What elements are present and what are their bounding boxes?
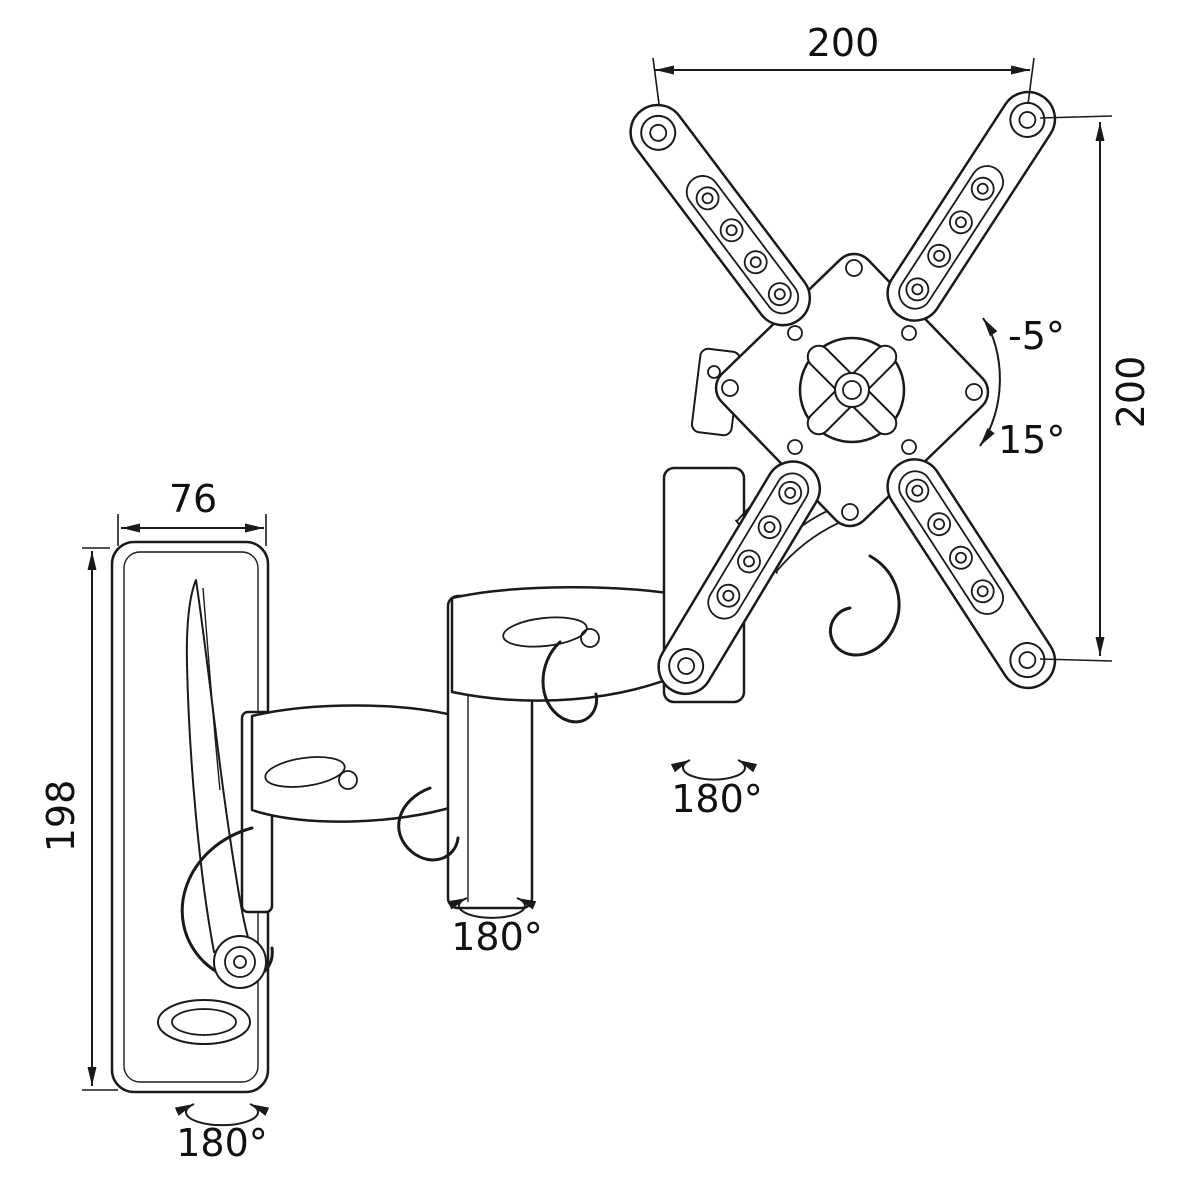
swivel-top-label: 180° (671, 777, 763, 821)
vesa-height-label: 200 (1109, 356, 1153, 429)
tilt-min-label: -5° (1008, 314, 1065, 358)
swivel-indicator-bottom: 180° (174, 1103, 270, 1165)
rotation-arrow-icon (447, 897, 537, 919)
swivel-indicator-middle: 180° (447, 897, 543, 959)
vesa-plate (629, 90, 1057, 696)
vesa-width-label: 200 (807, 21, 880, 65)
vesa-arm-strip-lower-right (886, 458, 1057, 690)
vesa-arm-strip-lower-left (657, 460, 822, 696)
lower-arm (250, 704, 458, 823)
dimension-plate-height: 198 (39, 547, 118, 1091)
wall-plate-bottom-hole (157, 999, 251, 1045)
cable-hook-upper (541, 640, 599, 724)
swivel-middle-label: 180° (451, 915, 543, 959)
dimension-vesa-width: 200 (652, 21, 1035, 105)
safety-clip (828, 554, 901, 657)
dimension-plate-width: 76 (117, 477, 267, 546)
rotation-arrow-icon (670, 759, 758, 781)
vesa-arm-strip-upper-left (629, 103, 812, 327)
plate-width-label: 76 (169, 477, 217, 521)
upper-arm (450, 586, 688, 702)
vesa-center-hub (798, 336, 906, 444)
cable-hook-lower (397, 786, 460, 862)
tilt-indicator: -5° 15° (979, 314, 1065, 462)
pivot-knob (213, 935, 267, 989)
tilt-max-label: 15° (998, 418, 1065, 462)
tilt-arrow-icon (979, 317, 1001, 447)
swivel-indicator-top: 180° (670, 759, 763, 821)
swivel-bottom-label: 180° (176, 1121, 268, 1165)
vesa-arm-strip-upper-right (886, 90, 1057, 322)
plate-height-label: 198 (39, 780, 83, 853)
dimension-vesa-height: 200 (1039, 115, 1153, 662)
rotation-arrow-icon (174, 1103, 270, 1127)
